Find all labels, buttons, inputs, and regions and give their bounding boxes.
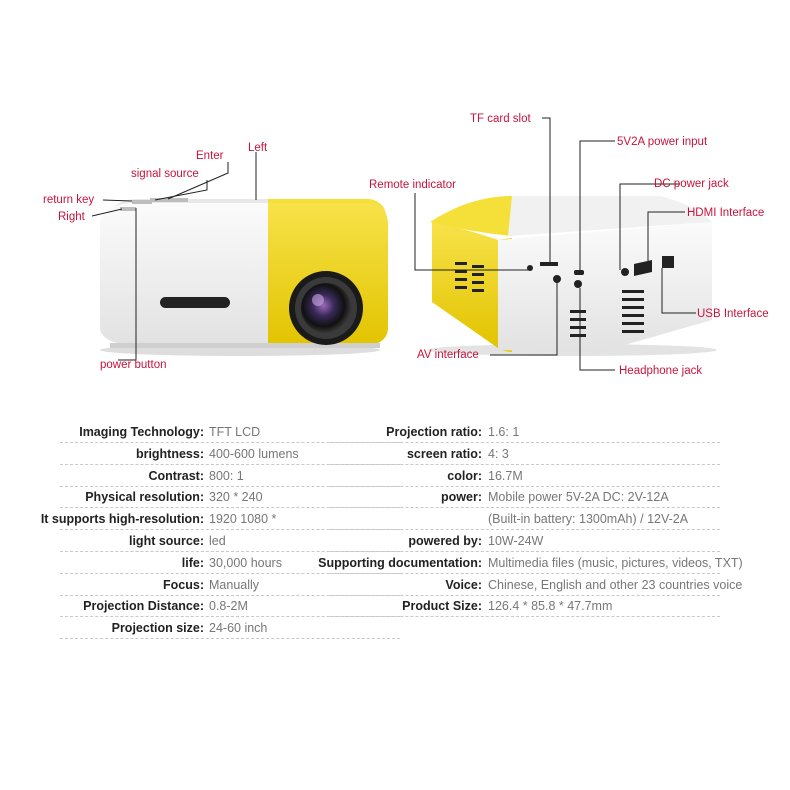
spec-label: screen ratio: <box>406 446 482 461</box>
spec-label: Product Size: <box>402 599 482 614</box>
spec-label: brightness: <box>135 446 204 461</box>
spec-row: It supports high-resolution: 1920 1080 * <box>41 508 400 531</box>
spec-value: 4: 3 <box>488 446 509 461</box>
spec-value: Manually <box>209 577 260 592</box>
remote-indicator-icon <box>527 265 533 271</box>
spec-value: TFT LCD <box>209 425 261 439</box>
callout-left: Left <box>248 142 268 154</box>
spec-label: power: <box>441 490 482 505</box>
product-figure: Enter Left signal source return key Righ… <box>43 113 769 377</box>
callout-headphone-jack: Headphone jack <box>619 365 702 377</box>
callout-dc-power-jack: DC power jack <box>654 178 729 190</box>
spec-table: Imaging Technology: TFT LCD brightness: 400… <box>0 421 790 651</box>
spec-label: Focus: <box>163 577 204 592</box>
spec-row: light source: led <box>60 530 400 552</box>
spec-value: 1920 1080 * <box>209 512 277 527</box>
callout-return-key: return key <box>43 194 94 206</box>
spec-label: Contrast: <box>148 468 204 483</box>
spec-label: life: <box>181 555 204 570</box>
callout-usb-interface: USB Interface <box>697 308 769 320</box>
spec-label: color: <box>447 468 482 483</box>
spec-row: color: 16.7M <box>330 465 720 487</box>
spec-label: Supporting documentation: <box>318 555 482 570</box>
spec-value: led <box>209 534 226 548</box>
spec-value: 800: 1 <box>209 468 244 483</box>
spec-value: 320 * 240 <box>209 490 263 505</box>
lens-icon <box>289 271 363 345</box>
spec-row: Voice: Chinese, English and other 23 coun… <box>330 574 742 596</box>
spec-label: light source: <box>128 534 204 548</box>
spec-label: Physical resolution: <box>85 490 204 505</box>
usb-port-icon <box>662 256 674 268</box>
spec-value: 400-600 lumens <box>209 446 299 461</box>
callout-power-input: 5V2A power input <box>617 136 708 148</box>
spec-row: (Built-in battery: 1300mAh) / 12V-2A <box>330 508 720 531</box>
spec-value: 24-60 inch <box>209 621 268 636</box>
spec-label: It supports high-resolution: <box>40 512 204 527</box>
spec-row: Product Size: 126.4 * 85.8 * 47.7mm <box>330 595 720 618</box>
callout-remote-indicator: Remote indicator <box>369 179 456 191</box>
spec-value: Mobile power 5V-2A DC: 2V-12A <box>488 490 669 505</box>
callout-tf-card-slot: TF card slot <box>470 113 532 125</box>
dc-jack-icon <box>621 268 629 276</box>
callout-hdmi-interface: HDMI Interface <box>687 207 764 219</box>
spec-label: Projection ratio: <box>386 425 482 439</box>
spec-row: Contrast: 800: 1 <box>60 465 400 487</box>
spec-row: brightness: 400-600 lumens <box>60 443 400 465</box>
spec-value: 10W-24W <box>488 534 544 548</box>
callout-enter: Enter <box>196 150 224 162</box>
spec-row: Projection size: 24-60 inch <box>60 617 400 640</box>
projector-rear-view <box>414 117 717 371</box>
spec-row: life: 30,000 hours <box>60 552 400 574</box>
spec-label: Voice: <box>445 577 482 592</box>
spec-row: Physical resolution: 320 * 240 <box>60 486 400 509</box>
callout-power-button: power button <box>100 359 167 371</box>
spec-row: power: Mobile power 5V-2A DC: 2V-12A <box>330 486 720 509</box>
spec-label: powered by: <box>408 534 482 548</box>
spec-label: Imaging Technology: <box>79 425 204 439</box>
spec-row: Projection ratio: 1.6: 1 <box>330 421 720 443</box>
spec-value: Chinese, English and other 23 countries … <box>488 577 743 592</box>
spec-value: 1.6: 1 <box>488 425 520 439</box>
spec-row: screen ratio: 4: 3 <box>330 443 720 465</box>
spec-label: Projection Distance: <box>83 599 204 614</box>
projector-front-view <box>91 152 388 361</box>
headphone-jack-icon <box>574 280 582 288</box>
power-input-icon <box>574 270 584 275</box>
spec-value: (Built-in battery: 1300mAh) / 12V-2A <box>488 512 689 527</box>
tf-slot-icon <box>540 262 558 266</box>
spec-value: 16.7M <box>488 468 523 483</box>
spec-row: Supporting documentation: Multimedia file… <box>318 552 743 574</box>
callout-signal-source: signal source <box>131 168 199 180</box>
spec-label: Projection size: <box>111 621 204 636</box>
spec-value: Multimedia files (music, pictures, video… <box>488 555 743 570</box>
callout-av-interface: AV interface <box>417 349 479 361</box>
callout-right: Right <box>58 211 86 223</box>
spec-row: Focus: Manually <box>60 574 400 596</box>
spec-value: 0.8-2M <box>209 599 248 614</box>
spec-value: 126.4 * 85.8 * 47.7mm <box>488 599 613 614</box>
front-vent <box>160 297 230 308</box>
av-jack-icon <box>553 275 561 283</box>
spec-row: Imaging Technology: TFT LCD <box>60 421 400 443</box>
spec-value: 30,000 hours <box>209 555 282 570</box>
spec-row: powered by: 10W-24W <box>330 530 720 552</box>
spec-row: Projection Distance: 0.8-2M <box>60 595 400 618</box>
